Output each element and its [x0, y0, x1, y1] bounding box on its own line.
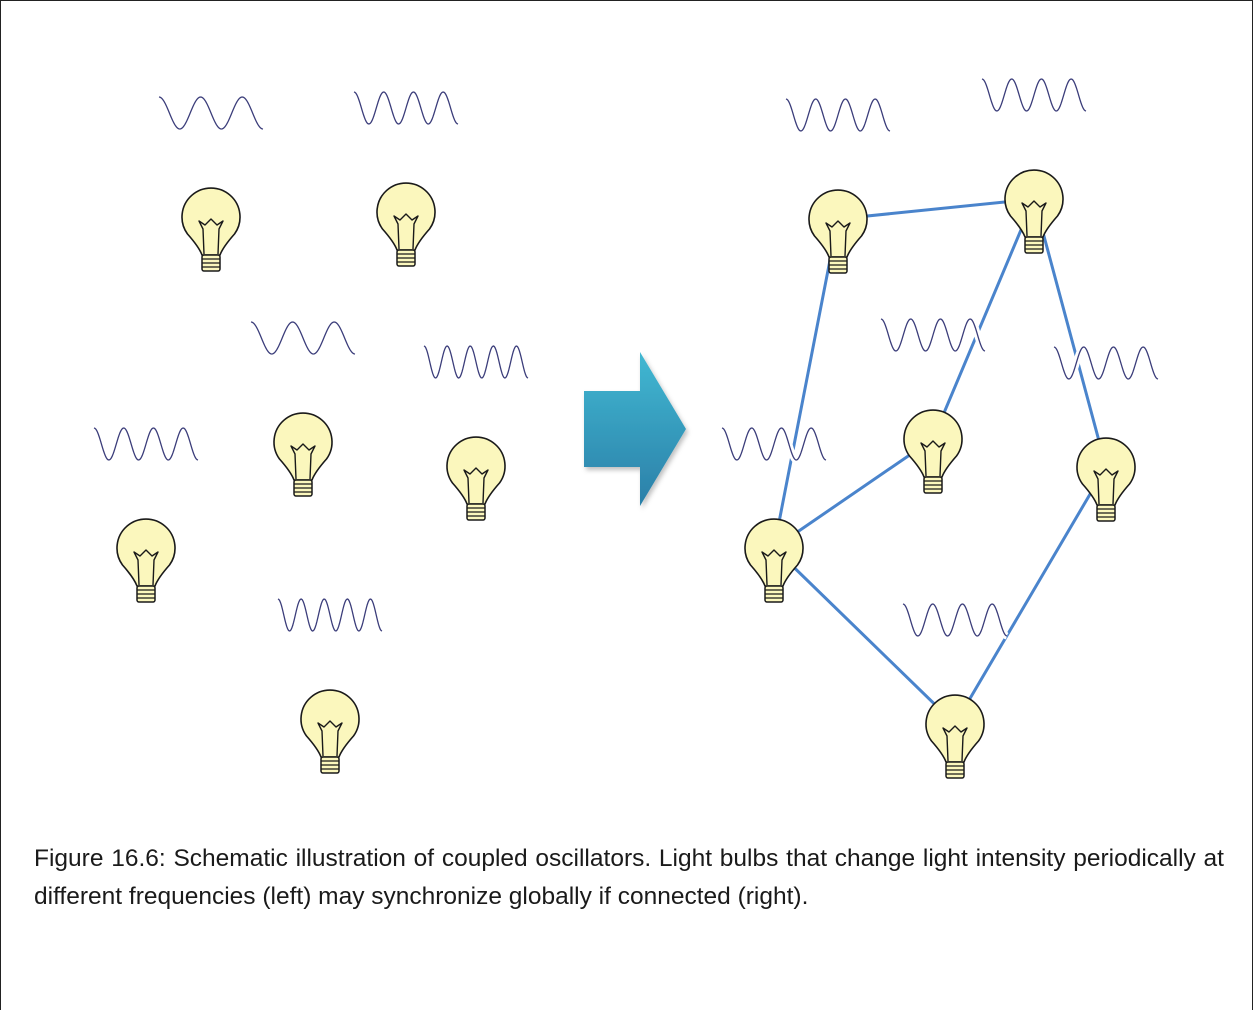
- bulb-filament: [825, 220, 851, 257]
- sine-wave-icon: [158, 96, 264, 130]
- connection-line: [772, 437, 935, 550]
- sine-wave-icon: [250, 321, 356, 355]
- light-bulb-icon: [300, 689, 360, 774]
- connection-line: [953, 465, 1108, 726]
- sine-wave-icon: [423, 345, 529, 379]
- connection-line: [931, 197, 1036, 441]
- light-bulb-icon: [808, 189, 868, 274]
- bulb-filament: [290, 443, 316, 480]
- sine-wave-icon: [277, 598, 383, 632]
- bulb-filament: [198, 218, 224, 255]
- bulb-filament: [317, 720, 343, 757]
- bulb-glass: [808, 189, 868, 258]
- sine-wave-icon: [353, 91, 459, 125]
- light-bulb-icon: [116, 518, 176, 603]
- right-arrow-icon: [584, 352, 686, 506]
- bulb-glass: [1076, 437, 1136, 506]
- bulb-glass: [744, 518, 804, 587]
- bulb-glass: [925, 694, 985, 763]
- bulb-glass: [903, 409, 963, 478]
- bulb-filament: [761, 549, 787, 586]
- light-bulb-icon: [273, 412, 333, 497]
- bulb-filament: [1021, 200, 1047, 237]
- waves-layer: [92, 75, 1160, 640]
- sine-wave-icon: [902, 603, 1008, 637]
- connection-line: [1032, 197, 1108, 469]
- bulb-filament: [463, 467, 489, 504]
- bulb-filament: [920, 440, 946, 477]
- bulb-glass: [300, 689, 360, 758]
- figure-caption: Figure 16.6: Schematic illustration of c…: [34, 845, 1224, 910]
- light-bulb-icon: [376, 182, 436, 267]
- light-bulb-icon: [744, 518, 804, 603]
- bulb-filament: [942, 725, 968, 762]
- bulb-glass: [1004, 169, 1064, 238]
- bulb-glass: [446, 436, 506, 505]
- sine-wave-icon: [981, 78, 1087, 112]
- coupled-oscillators-diagram: [92, 75, 1160, 779]
- connection-line: [836, 197, 1036, 221]
- bulb-filament: [1093, 468, 1119, 505]
- light-bulb-icon: [925, 694, 985, 779]
- bulb-glass: [116, 518, 176, 587]
- bulbs-layer: [116, 169, 1136, 779]
- sine-wave-icon: [721, 427, 827, 461]
- light-bulb-icon: [181, 187, 241, 272]
- connection-line: [772, 217, 840, 550]
- sine-wave-icon: [880, 318, 986, 352]
- sine-wave-icon: [785, 98, 891, 132]
- connection-line: [772, 546, 957, 726]
- bulb-glass: [181, 187, 241, 256]
- bulb-glass: [376, 182, 436, 251]
- connections-layer: [772, 197, 1108, 726]
- light-bulb-icon: [446, 436, 506, 521]
- light-bulb-icon: [1076, 437, 1136, 522]
- sine-wave-icon: [1053, 346, 1159, 380]
- sine-wave-icon: [93, 427, 199, 461]
- bulb-filament: [393, 213, 419, 250]
- light-bulb-icon: [1004, 169, 1064, 254]
- light-bulb-icon: [903, 409, 963, 494]
- bulb-filament: [133, 549, 159, 586]
- bulb-glass: [273, 412, 333, 481]
